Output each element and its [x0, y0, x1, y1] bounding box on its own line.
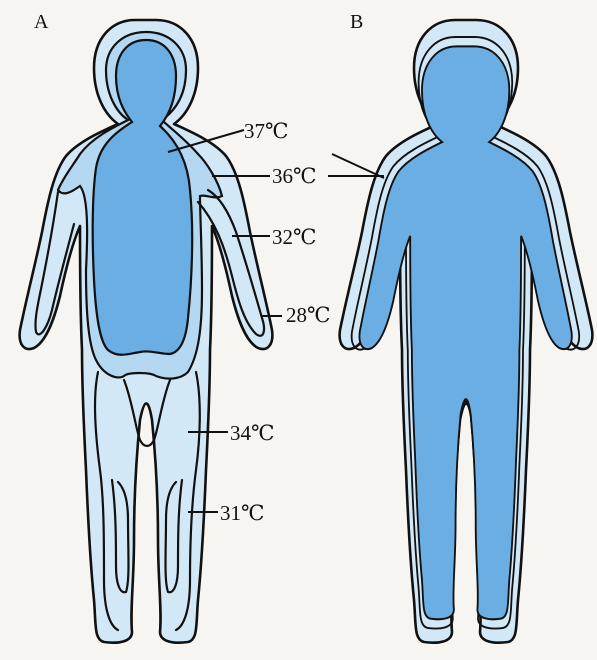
label-31c: 31℃	[220, 501, 265, 525]
figure-a-left-shin-iso	[110, 478, 130, 594]
panel-label-a: A	[34, 11, 49, 33]
figure-a-left-leg-iso-outer	[93, 370, 120, 632]
figure-a	[18, 18, 274, 644]
label-28c: 28℃	[286, 303, 331, 327]
label-37c: 37℃	[244, 119, 289, 143]
leader-lines	[167, 129, 385, 513]
label-32c: 32℃	[272, 225, 317, 249]
panel-label-b: B	[350, 11, 363, 33]
figure-a-crotch-iso	[122, 378, 172, 448]
figure-a-right-shin-iso	[164, 478, 184, 594]
label-36c: 36℃	[272, 164, 317, 188]
label-34c: 34℃	[230, 421, 275, 445]
figure-b	[338, 18, 594, 644]
figure-b-core	[358, 45, 573, 621]
figure-a-core	[91, 38, 194, 356]
figure-a-right-arm-iso	[196, 188, 266, 337]
figure-a-left-arm-iso	[34, 190, 76, 336]
